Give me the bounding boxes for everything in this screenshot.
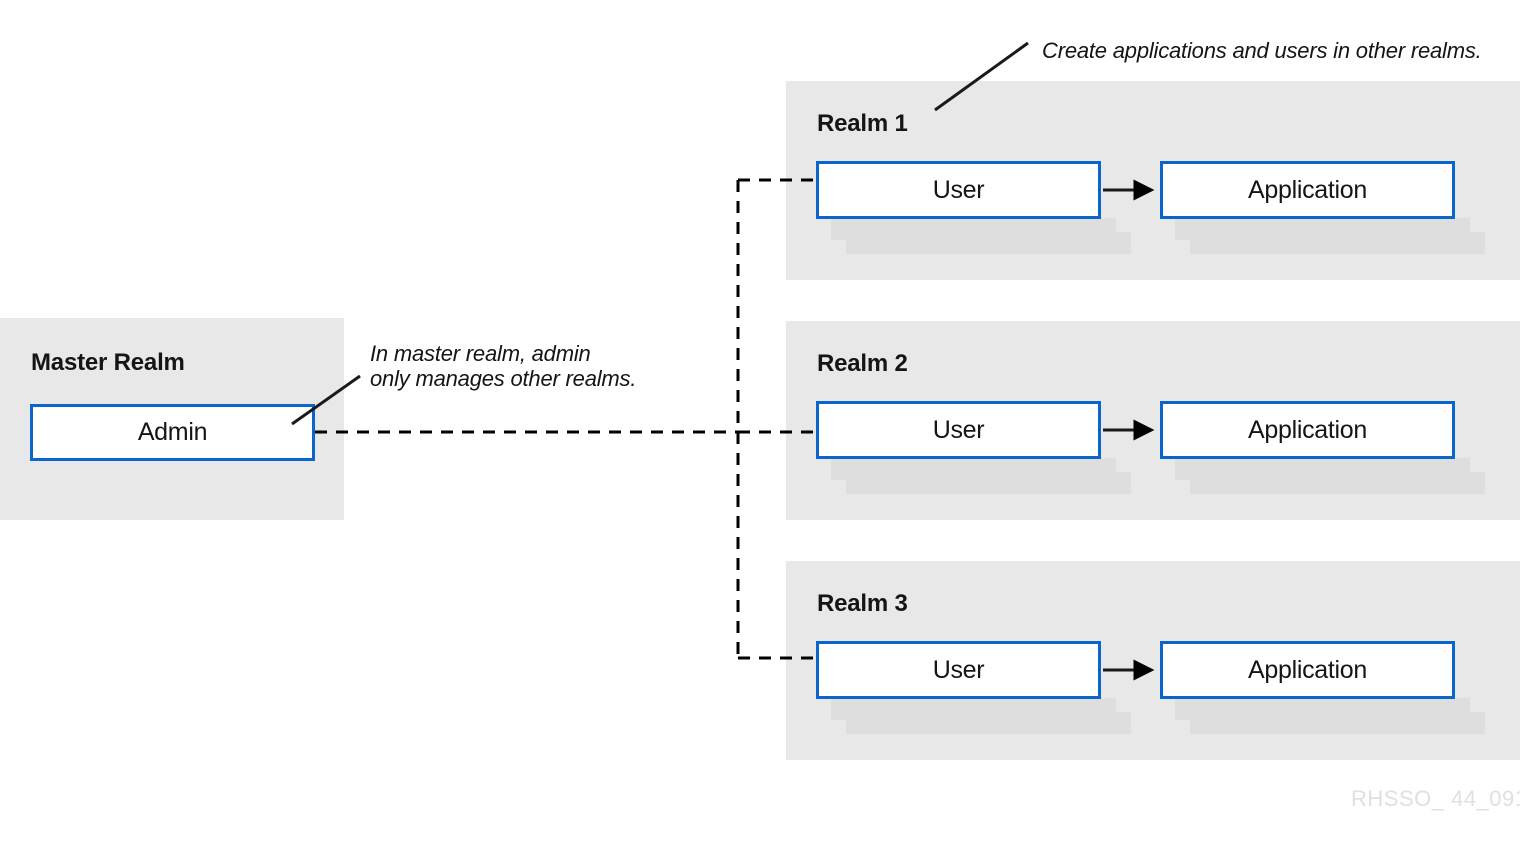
realm-2-application-stack-front <box>1175 458 1470 480</box>
realm-1-user-node[interactable]: User <box>816 161 1101 219</box>
realm-3-application-label: Application <box>1247 655 1367 684</box>
realm-2-application-node[interactable]: Application <box>1160 401 1455 459</box>
realm-1-application-node[interactable]: Application <box>1160 161 1455 219</box>
realms-annotation: Create applications and users in other r… <box>1042 38 1482 63</box>
realm-2-application-label: Application <box>1247 415 1367 444</box>
realm-2-user-stack-front <box>831 458 1116 480</box>
master-realm-title: Master Realm <box>31 349 185 376</box>
realm-2-user-node[interactable]: User <box>816 401 1101 459</box>
realm-1-user-label: User <box>932 175 985 204</box>
realm-3-user-stack-front <box>831 698 1116 720</box>
realm-1-application-stack-front <box>1175 218 1470 240</box>
realm-3-title: Realm 3 <box>817 590 908 617</box>
realm-3-user-label: User <box>932 655 985 684</box>
realm-1-application-label: Application <box>1247 175 1367 204</box>
realm-2-user-label: User <box>932 415 985 444</box>
admin-to-realms-dashed-connector <box>315 178 816 660</box>
realm-3-application-node[interactable]: Application <box>1160 641 1455 699</box>
realm-3-user-node[interactable]: User <box>816 641 1101 699</box>
admin-node-label: Admin <box>137 418 208 446</box>
realm-3-application-stack-front <box>1175 698 1470 720</box>
realm-2-title: Realm 2 <box>817 350 908 377</box>
master-realm-annotation: In master realm, admin only manages othe… <box>370 341 637 391</box>
realm-1-title: Realm 1 <box>817 110 908 137</box>
admin-node[interactable]: Admin <box>30 404 315 461</box>
realm-1-user-stack-front <box>831 218 1116 240</box>
watermark-label: RHSSO_ 44_0919 <box>1351 786 1520 811</box>
